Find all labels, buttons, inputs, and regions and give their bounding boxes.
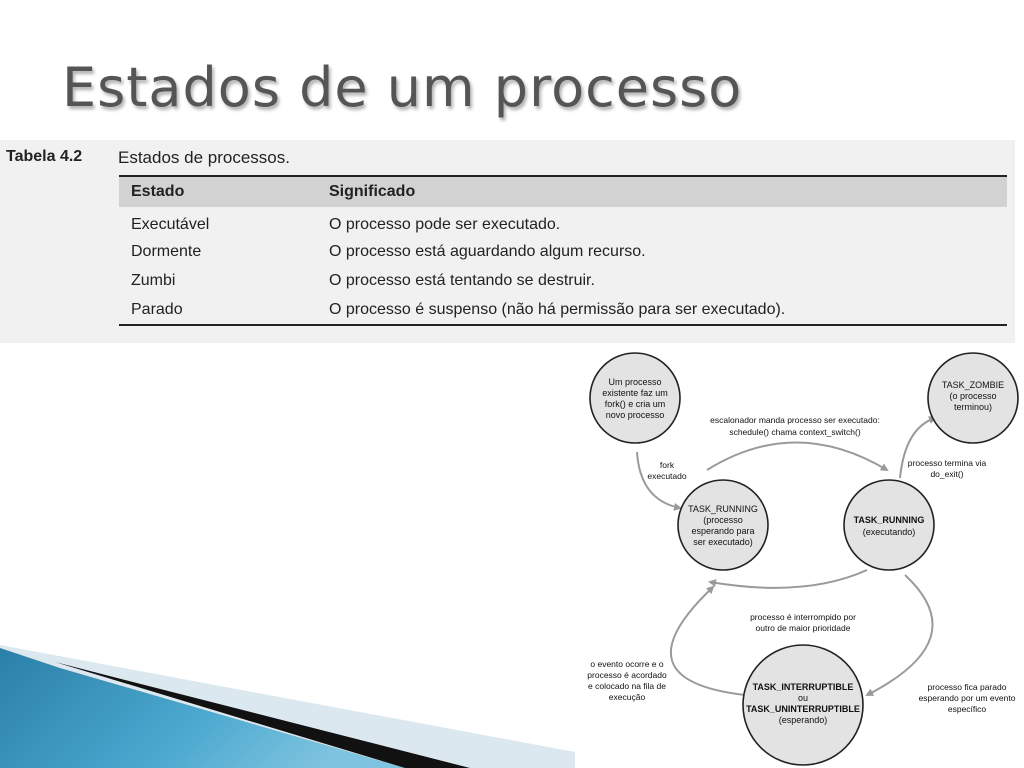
state-cell: Executável (131, 216, 210, 233)
node-zombie-line: terminou) (954, 402, 992, 412)
node-ready-line: TASK_RUNNING (688, 504, 758, 514)
node-waiting-line: TASK_INTERRUPTIBLE (753, 682, 854, 692)
label-event: execução (609, 692, 646, 702)
edge-fork-to-ready (636, 451, 682, 511)
node-fork-line: existente faz um (602, 388, 668, 398)
node-waiting: TASK_INTERRUPTIBLE ou TASK_UNINTERRUPTIB… (742, 644, 864, 766)
node-zombie-line: TASK_ZOMBIE (942, 380, 1004, 390)
node-running: TASK_RUNNING (executando) (843, 479, 935, 571)
state-cell: Zumbi (131, 271, 176, 289)
label-exit: do_exit() (930, 469, 963, 479)
column-header-significado: Significado (317, 176, 1007, 207)
node-ready: TASK_RUNNING (processo esperando para se… (677, 479, 769, 571)
label-sleep: específico (948, 704, 987, 714)
column-header-estado: Estado (119, 176, 317, 207)
edge-scheduler (706, 441, 889, 472)
node-fork: Um processo existente faz um fork() e cr… (589, 352, 681, 444)
label-preempt: outro de maior prioridade (756, 623, 851, 633)
node-waiting-line: (esperando) (779, 715, 828, 725)
meaning-cell: O processo pode ser executado. (329, 216, 561, 233)
node-ready-line: (processo (703, 515, 743, 525)
node-waiting-line: TASK_UNINTERRUPTIBLE (746, 704, 860, 714)
node-running-line: TASK_RUNNING (854, 515, 925, 525)
decorative-swoosh (0, 645, 575, 768)
node-ready-line: ser executado) (693, 537, 753, 547)
node-fork-line: novo processo (606, 410, 665, 420)
label-event: processo é acordado (587, 670, 667, 680)
edge-sleep (865, 574, 934, 696)
edge-preempt (708, 569, 868, 589)
slide-title: Estados de um processo (62, 56, 743, 119)
swoosh-blue-band (0, 648, 405, 768)
label-sleep: processo fica parado (928, 682, 1007, 692)
table-row: Zumbi O processo está tentando se destru… (119, 266, 1007, 295)
node-ready-line: esperando para (691, 526, 754, 536)
table-row: Parado O processo é suspenso (não há per… (119, 295, 1007, 325)
table-header-row: Estado Significado (119, 176, 1007, 207)
label-preempt: processo é interrompido por (750, 612, 856, 622)
table-caption: Estados de processos. (118, 148, 290, 167)
meaning-cell: O processo está aguardando algum recurso… (329, 242, 646, 260)
node-zombie: TASK_ZOMBIE (o processo terminou) (927, 352, 1019, 444)
node-zombie-line: (o processo (949, 391, 996, 401)
label-fork-executed: executado (647, 471, 686, 481)
node-waiting-line: ou (798, 693, 808, 703)
table-number: Tabela 4.2 (6, 148, 83, 165)
node-running-line: (executando) (863, 527, 916, 537)
label-event: o evento ocorre e o (590, 659, 664, 669)
label-exit: processo termina via (908, 458, 987, 468)
meaning-cell: O processo está tentando se destruir. (329, 271, 595, 289)
process-state-diagram: Um processo existente faz um fork() e cr… (587, 352, 1019, 766)
label-sleep: esperando por um evento (919, 693, 1016, 703)
process-states-table: Estado Significado Executável O processo… (119, 175, 1007, 326)
label-scheduler: escalonador manda processo ser executado… (710, 415, 880, 425)
state-cell: Dormente (131, 242, 202, 260)
edge-exit (899, 416, 937, 479)
node-fork-line: Um processo (608, 377, 661, 387)
table-row: Dormente O processo está aguardando algu… (119, 237, 1007, 266)
table-row: Executável O processo pode ser executado… (119, 207, 1007, 237)
edge-event (670, 585, 746, 696)
label-event: e colocado na fila de (588, 681, 666, 691)
state-cell: Parado (131, 300, 183, 318)
node-fork-line: fork() e cria um (605, 399, 666, 409)
label-scheduler: schedule() chama context_switch() (729, 427, 861, 437)
table-panel: Tabela 4.2 Estados de processos. Estado … (0, 140, 1015, 343)
label-fork-executed: fork (660, 460, 675, 470)
meaning-cell: O processo é suspenso (não há permissão … (329, 300, 786, 318)
